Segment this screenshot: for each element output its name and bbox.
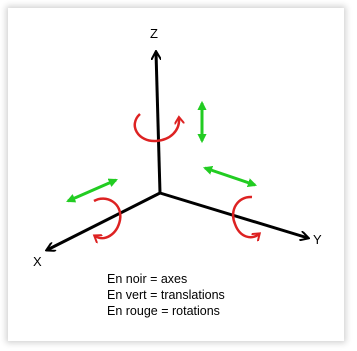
x-axis (47, 191, 161, 250)
legend: En noir = axes En vert = translations En… (107, 271, 225, 319)
y-axis-label: Y (313, 232, 322, 247)
y-rotation-arrow (231, 195, 259, 237)
z-axis (156, 52, 162, 194)
x-translation-arrow (68, 180, 116, 201)
z-rotation-arrow (133, 113, 179, 143)
diagram-frame (8, 8, 344, 341)
x-axis-label: X (33, 254, 42, 269)
x-rotation-arrow (94, 197, 122, 239)
z-axis-label: Z (150, 26, 158, 41)
legend-axes-line: En noir = axes (107, 272, 188, 286)
y-translation-arrow (205, 168, 255, 185)
legend-rotations-line: En rouge = rotations (107, 304, 220, 318)
legend-translations-line: En vert = translations (107, 288, 225, 302)
